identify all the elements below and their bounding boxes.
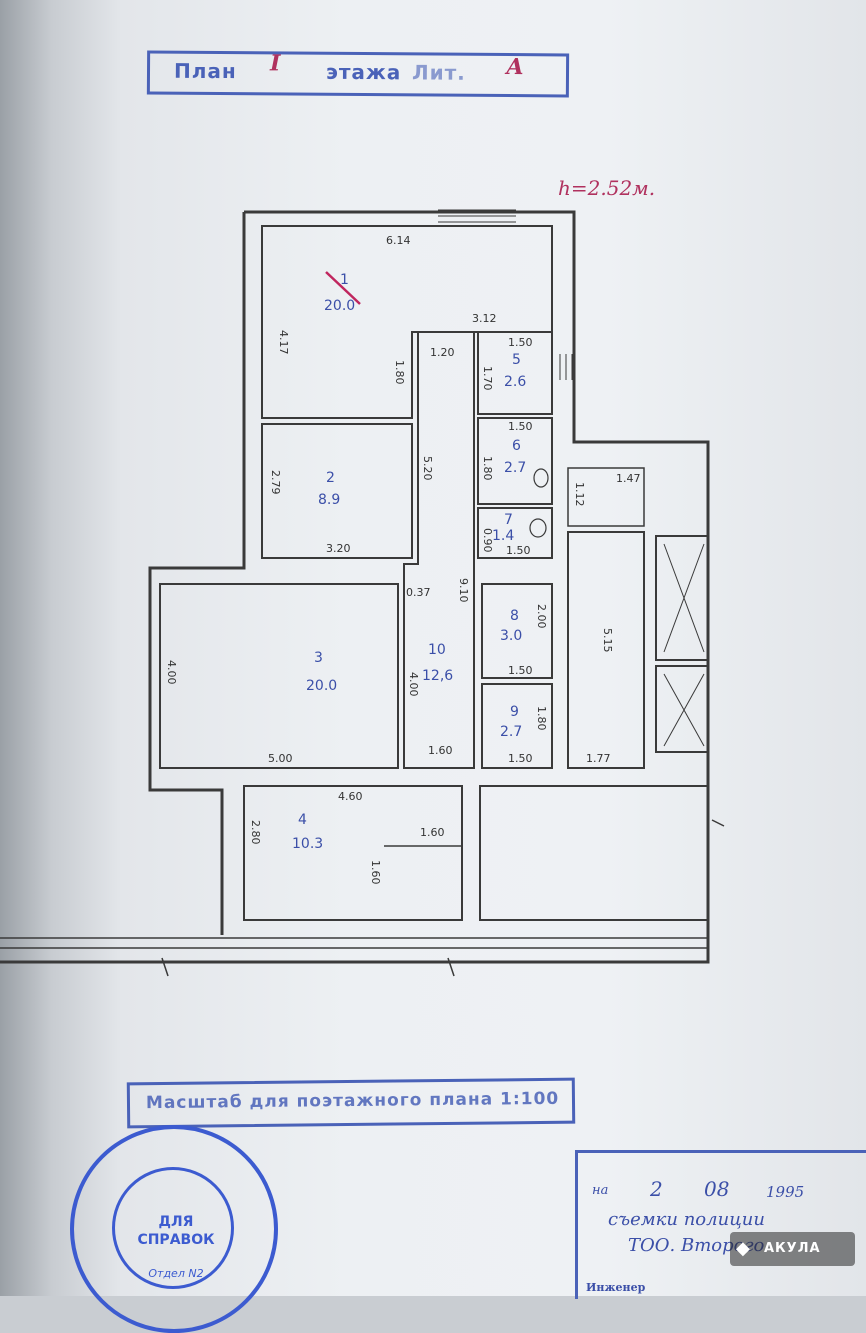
dim-corr-width: 1.20 [430, 346, 455, 359]
dim-small-right: 1.47 [616, 472, 641, 485]
room-9-outline [481, 683, 553, 769]
dim-r1-top: 6.14 [386, 234, 411, 247]
room-6-number: 6 [512, 438, 521, 454]
dim-r4-left: 2.80 [249, 820, 262, 845]
toilet-fixture [533, 468, 549, 488]
dim-r1-left: 4.17 [277, 330, 290, 355]
dim-long-bot: 1.77 [586, 752, 611, 765]
dim-long-side: 5.15 [601, 628, 614, 653]
room-5-outline [477, 331, 553, 415]
seal-inner-ring [112, 1167, 234, 1289]
dim-r6-side: 1.80 [481, 456, 494, 481]
dim-r8-side: 2.00 [535, 604, 548, 629]
seal-text-reference: СПРАВОК [137, 1232, 215, 1248]
room-1-number: 1 [340, 272, 349, 288]
room-1-area: 20.0 [324, 298, 355, 314]
outer-wall-left [148, 212, 246, 935]
seal-text-for: ДЛЯ [158, 1214, 194, 1230]
dim-corr-top: 3.12 [472, 312, 497, 325]
dim-wall: 0.37 [406, 586, 431, 599]
watermark-logo: ◆ АКУЛА [730, 1232, 855, 1266]
date-day: 2 [650, 1177, 663, 1201]
room-8-outline [481, 583, 553, 679]
dimension-labels: 6.14 4.17 1.80 3.12 1.20 1.50 1.70 1.50 … [165, 234, 641, 885]
date-engineer-label: Инженер [586, 1281, 646, 1294]
room-7-area: 1.4 [492, 528, 514, 544]
room-4-area: 10.3 [292, 836, 323, 852]
room-10-number: 10 [428, 642, 446, 658]
date-month: 08 [704, 1177, 730, 1201]
dim-r3-bot: 5.00 [268, 752, 293, 765]
dim-r2-bot: 3.20 [326, 542, 351, 555]
watermark-text: АКУЛА [764, 1241, 821, 1256]
round-seal-stamp: ДЛЯ СПРАВОК Отдел N2 [70, 1125, 278, 1333]
room-8-area: 3.0 [500, 628, 522, 644]
floor-plan-drawing: 6.14 4.17 1.80 3.12 1.20 1.50 1.70 1.50 … [0, 209, 725, 977]
corridor-lines [0, 937, 708, 949]
dim-r9-bot: 1.50 [508, 752, 533, 765]
shark-icon: ◆ [736, 1238, 750, 1259]
dim-r8-bot: 1.50 [508, 664, 533, 677]
dim-r2-left: 2.79 [269, 470, 282, 495]
room-1-outline [261, 225, 553, 419]
sink-fixture [529, 518, 547, 538]
dim-r4-inner-side: 1.60 [369, 860, 382, 885]
room-2-outline [261, 423, 413, 559]
room-5-area: 2.6 [504, 374, 526, 390]
date-year: 1995 [766, 1183, 805, 1201]
room-10-outline [403, 331, 475, 769]
stair-crosses [663, 543, 705, 747]
small-room-outline [567, 467, 645, 527]
dim-r7-side: 0.90 [481, 528, 494, 553]
date-prefix: на [592, 1183, 609, 1198]
dim-r2-right: 5.20 [421, 456, 434, 481]
room-3-area: 20.0 [306, 678, 337, 694]
room-3-number: 3 [314, 650, 323, 666]
room-5-number: 5 [512, 352, 521, 368]
dim-r9-side: 1.80 [535, 706, 548, 731]
window-right [559, 354, 573, 380]
dim-r3-right: 4.00 [407, 672, 420, 697]
room-labels: 1 20.0 2 8.9 3 20.0 4 10.3 5 2.6 6 2.7 7… [292, 272, 526, 852]
long-room-outline [567, 531, 645, 769]
dim-r4-inner-top: 1.60 [420, 826, 445, 839]
outer-wall [0, 210, 710, 964]
dim-r4-top: 4.60 [338, 790, 363, 803]
break-marks [161, 819, 725, 977]
room-8-number: 8 [510, 608, 519, 624]
seal-text-department: Отдел N2 [148, 1267, 204, 1280]
dim-corr-len: 9.10 [457, 578, 470, 603]
handwritten-strike [325, 271, 361, 305]
dim-r5-top: 1.50 [508, 336, 533, 349]
stair-boxes [655, 535, 709, 753]
room-7-number: 7 [504, 512, 513, 528]
dim-r6-top: 1.50 [508, 420, 533, 433]
dim-r7-bot: 1.50 [506, 544, 531, 557]
dim-small-left: 1.12 [573, 482, 586, 507]
room-4-outline [243, 785, 463, 921]
room-6-area: 2.7 [504, 460, 526, 476]
dim-corr-bot: 1.60 [428, 744, 453, 757]
dim-r5-side: 1.70 [481, 366, 494, 391]
dim-r1-right: 1.80 [393, 360, 406, 385]
room-9-number: 9 [510, 704, 519, 720]
room-10-area: 12,6 [422, 668, 453, 684]
adjacent-room-outline [479, 785, 709, 921]
ceiling-height-note: h=2.52м. [558, 176, 656, 200]
room-9-area: 2.7 [500, 724, 522, 740]
scale-stamp: Масштаб для поэтажного плана 1:100 [126, 1077, 576, 1129]
room-2-number: 2 [326, 470, 335, 486]
scale-stamp-text: Масштаб для поэтажного плана 1:100 [145, 1088, 560, 1114]
room-6-outline [477, 417, 553, 505]
date-line-2: съемки полиции [608, 1209, 765, 1230]
room-4-number: 4 [298, 812, 307, 828]
room-3-outline [159, 583, 399, 769]
window-top [438, 209, 516, 223]
dim-r3-left: 4.00 [165, 660, 178, 685]
room-7-outline [477, 507, 553, 559]
survey-date-stamp: на 2 08 1995 съемки полиции ТОО. Второго… [575, 1150, 866, 1299]
room-4-niche [384, 845, 463, 920]
room-2-area: 8.9 [318, 492, 340, 508]
